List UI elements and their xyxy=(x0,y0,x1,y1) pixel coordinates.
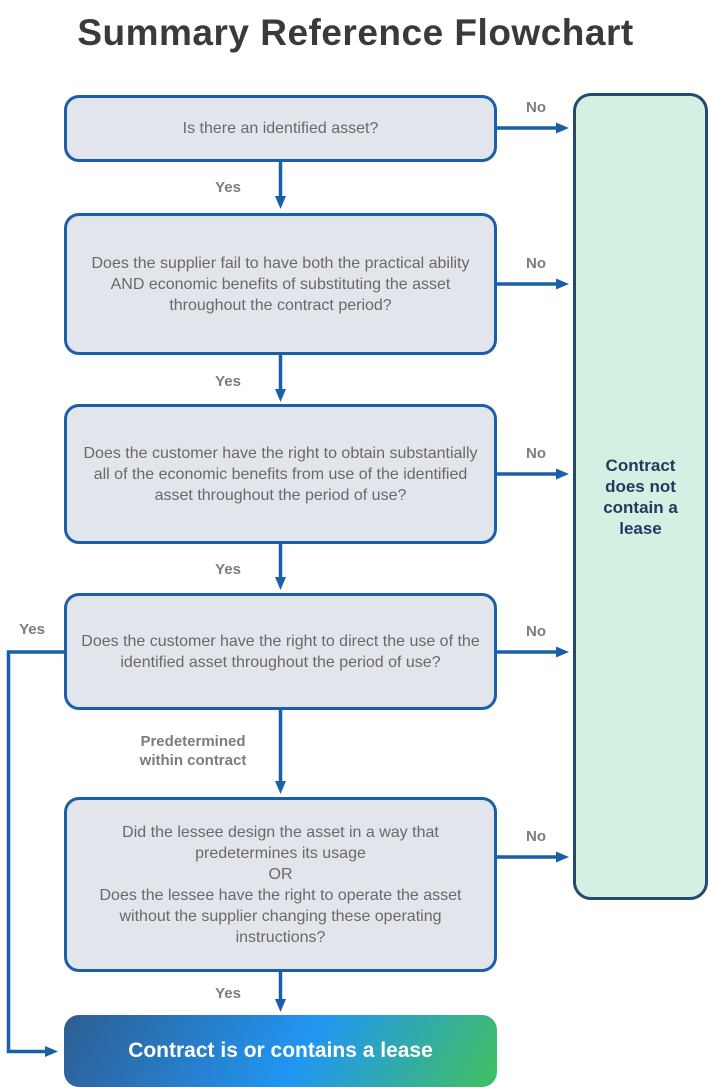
question-text-5: Did the lessee design the asset in a way… xyxy=(99,823,462,946)
question-text-1: Is there an identified asset? xyxy=(182,120,379,137)
page-title: Summary Reference Flowchart xyxy=(77,12,634,53)
question-box-4: Does the customer have the right to dire… xyxy=(64,593,497,710)
yes-label-left: Yes xyxy=(19,621,45,638)
outcome-lease-text: Contract is or contains a lease xyxy=(128,1039,433,1062)
question-box-5: Did the lessee design the asset in a way… xyxy=(64,797,497,972)
yes-label-5: Yes xyxy=(215,985,241,1002)
question-text-4: Does the customer have the right to dire… xyxy=(81,632,480,671)
question-text-2: Does the supplier fail to have both the … xyxy=(91,254,470,314)
outcome-no-lease-box: Contract does not contain a lease xyxy=(573,93,708,900)
question-text-3: Does the customer have the right to obta… xyxy=(83,444,478,504)
arrow-yes-q4-lease xyxy=(6,650,64,1057)
no-label-3: No xyxy=(526,445,546,462)
question-box-3: Does the customer have the right to obta… xyxy=(64,404,497,544)
no-label-5: No xyxy=(526,828,546,845)
predetermined-label: Predetermined within contract xyxy=(139,733,247,769)
no-label-1: No xyxy=(526,99,546,116)
yes-label-2: Yes xyxy=(215,373,241,390)
question-box-2: Does the supplier fail to have both the … xyxy=(64,213,497,355)
outcome-lease-box: Contract is or contains a lease xyxy=(64,1015,497,1087)
outcome-no-lease-text: Contract does not contain a lease xyxy=(603,455,678,538)
no-label-4: No xyxy=(526,623,546,640)
question-box-1: Is there an identified asset? xyxy=(64,95,497,162)
no-label-2: No xyxy=(526,255,546,272)
yes-label-1: Yes xyxy=(215,179,241,196)
yes-label-3: Yes xyxy=(215,561,241,578)
